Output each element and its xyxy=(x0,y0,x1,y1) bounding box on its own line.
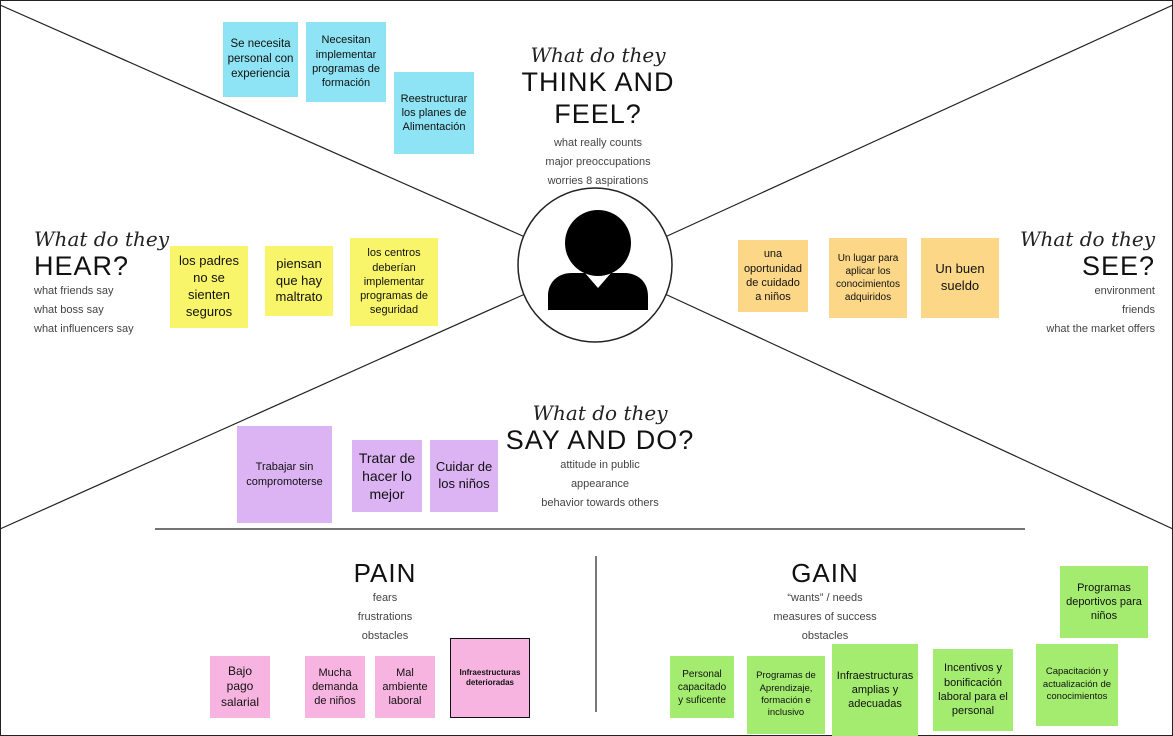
gain-note-2: Programas de Aprendizaje, formación e in… xyxy=(747,656,825,734)
pain-note-3: Mal ambiente laboral xyxy=(375,656,435,718)
pain-title: PAIN xyxy=(353,558,417,588)
say-do-header: What do they SAY AND DO? attitude in pub… xyxy=(500,402,700,513)
gain-note-4: Incentivos y bonificación laboral para e… xyxy=(933,649,1013,731)
diagonal-top-right xyxy=(664,4,1173,238)
say-do-title: SAY AND DO? xyxy=(505,425,695,455)
think-feel-sub-2: major preoccupations xyxy=(545,156,651,168)
think-note-1: Se necesita personal con experiencia xyxy=(223,22,298,97)
pain-header: PAIN fears frustrations obstacles xyxy=(300,558,470,646)
see-sub-2: friends xyxy=(1121,304,1155,316)
see-note-3: Un buen sueldo xyxy=(921,238,999,318)
gain-title: GAIN xyxy=(791,558,859,588)
think-feel-script: What do they xyxy=(530,43,666,67)
diagonal-bottom-right xyxy=(664,293,1173,530)
gain-sub-1: “wants” / needs xyxy=(787,592,863,604)
hear-title: HEAR? xyxy=(34,251,130,281)
gain-note-5: Capacitación y actualización de conocimi… xyxy=(1036,644,1118,726)
see-title: SEE? xyxy=(1081,251,1155,281)
person-icon xyxy=(548,210,648,310)
think-note-2: Necesitan implementar programas de forma… xyxy=(306,22,386,102)
pain-sub-3: obstacles xyxy=(361,630,409,642)
think-note-3: Reestructurar los planes de Alimentación xyxy=(394,72,474,154)
gain-sub-3: obstacles xyxy=(801,630,849,642)
diagonal-bottom-left xyxy=(0,293,526,530)
see-sub-3: what the market offers xyxy=(1046,323,1155,335)
pain-note-2: Mucha demanda de niños xyxy=(305,656,365,718)
gain-sub-2: measures of success xyxy=(773,611,877,623)
think-feel-title: THINK AND FEEL? xyxy=(521,67,675,129)
gain-note-3: Infraestructuras amplias y adecuadas xyxy=(832,644,918,736)
hear-script: What do they xyxy=(34,227,170,251)
say-note-2: Tratar de hacer lo mejor xyxy=(352,440,422,512)
hear-note-3: los centros deberían implementar program… xyxy=(350,238,438,326)
think-feel-sub-1: what really counts xyxy=(553,137,643,149)
think-feel-header: What do they THINK AND FEEL? what really… xyxy=(478,44,718,191)
gain-note-6: Programas deportivos para niños xyxy=(1060,566,1148,638)
pain-sub-1: fears xyxy=(372,592,398,604)
say-do-sub-2: appearance xyxy=(570,478,630,490)
see-script: What do they xyxy=(1019,227,1155,251)
hear-note-1: los padres no se sienten seguros xyxy=(170,246,248,328)
say-do-sub-1: attitude in public xyxy=(560,459,640,471)
hear-header: What do they HEAR? what friends say what… xyxy=(34,228,194,339)
hear-sub-3: what influencers say xyxy=(34,323,134,335)
say-note-1: Trabajar sin compromoterse xyxy=(237,426,332,523)
say-do-sub-3: behavior towards others xyxy=(541,497,659,509)
think-feel-sub-3: worries 8 aspirations xyxy=(547,175,649,187)
see-sub-1: environment xyxy=(1094,285,1155,297)
gain-note-1: Personal capacitado y suficente xyxy=(670,656,734,718)
say-note-3: Cuidar de los niños xyxy=(430,440,498,512)
pain-note-4: Infraestructuras deterioradas xyxy=(450,638,530,718)
see-header: What do they SEE? environment friends wh… xyxy=(990,228,1155,339)
diagonal-top-left xyxy=(0,4,526,238)
see-note-2: Un lugar para aplicar los conocimientos … xyxy=(829,238,907,318)
gain-header: GAIN “wants” / needs measures of success… xyxy=(740,558,910,646)
pain-note-1: Bajo pago salarial xyxy=(210,656,270,718)
see-note-1: una oportunidad de cuidado a niños xyxy=(738,240,808,312)
hear-note-2: piensan que hay maltrato xyxy=(265,246,333,316)
pain-sub-2: frustrations xyxy=(357,611,413,623)
hear-sub-2: what boss say xyxy=(34,304,104,316)
say-do-script: What do they xyxy=(532,401,668,425)
hear-sub-1: what friends say xyxy=(34,285,114,297)
